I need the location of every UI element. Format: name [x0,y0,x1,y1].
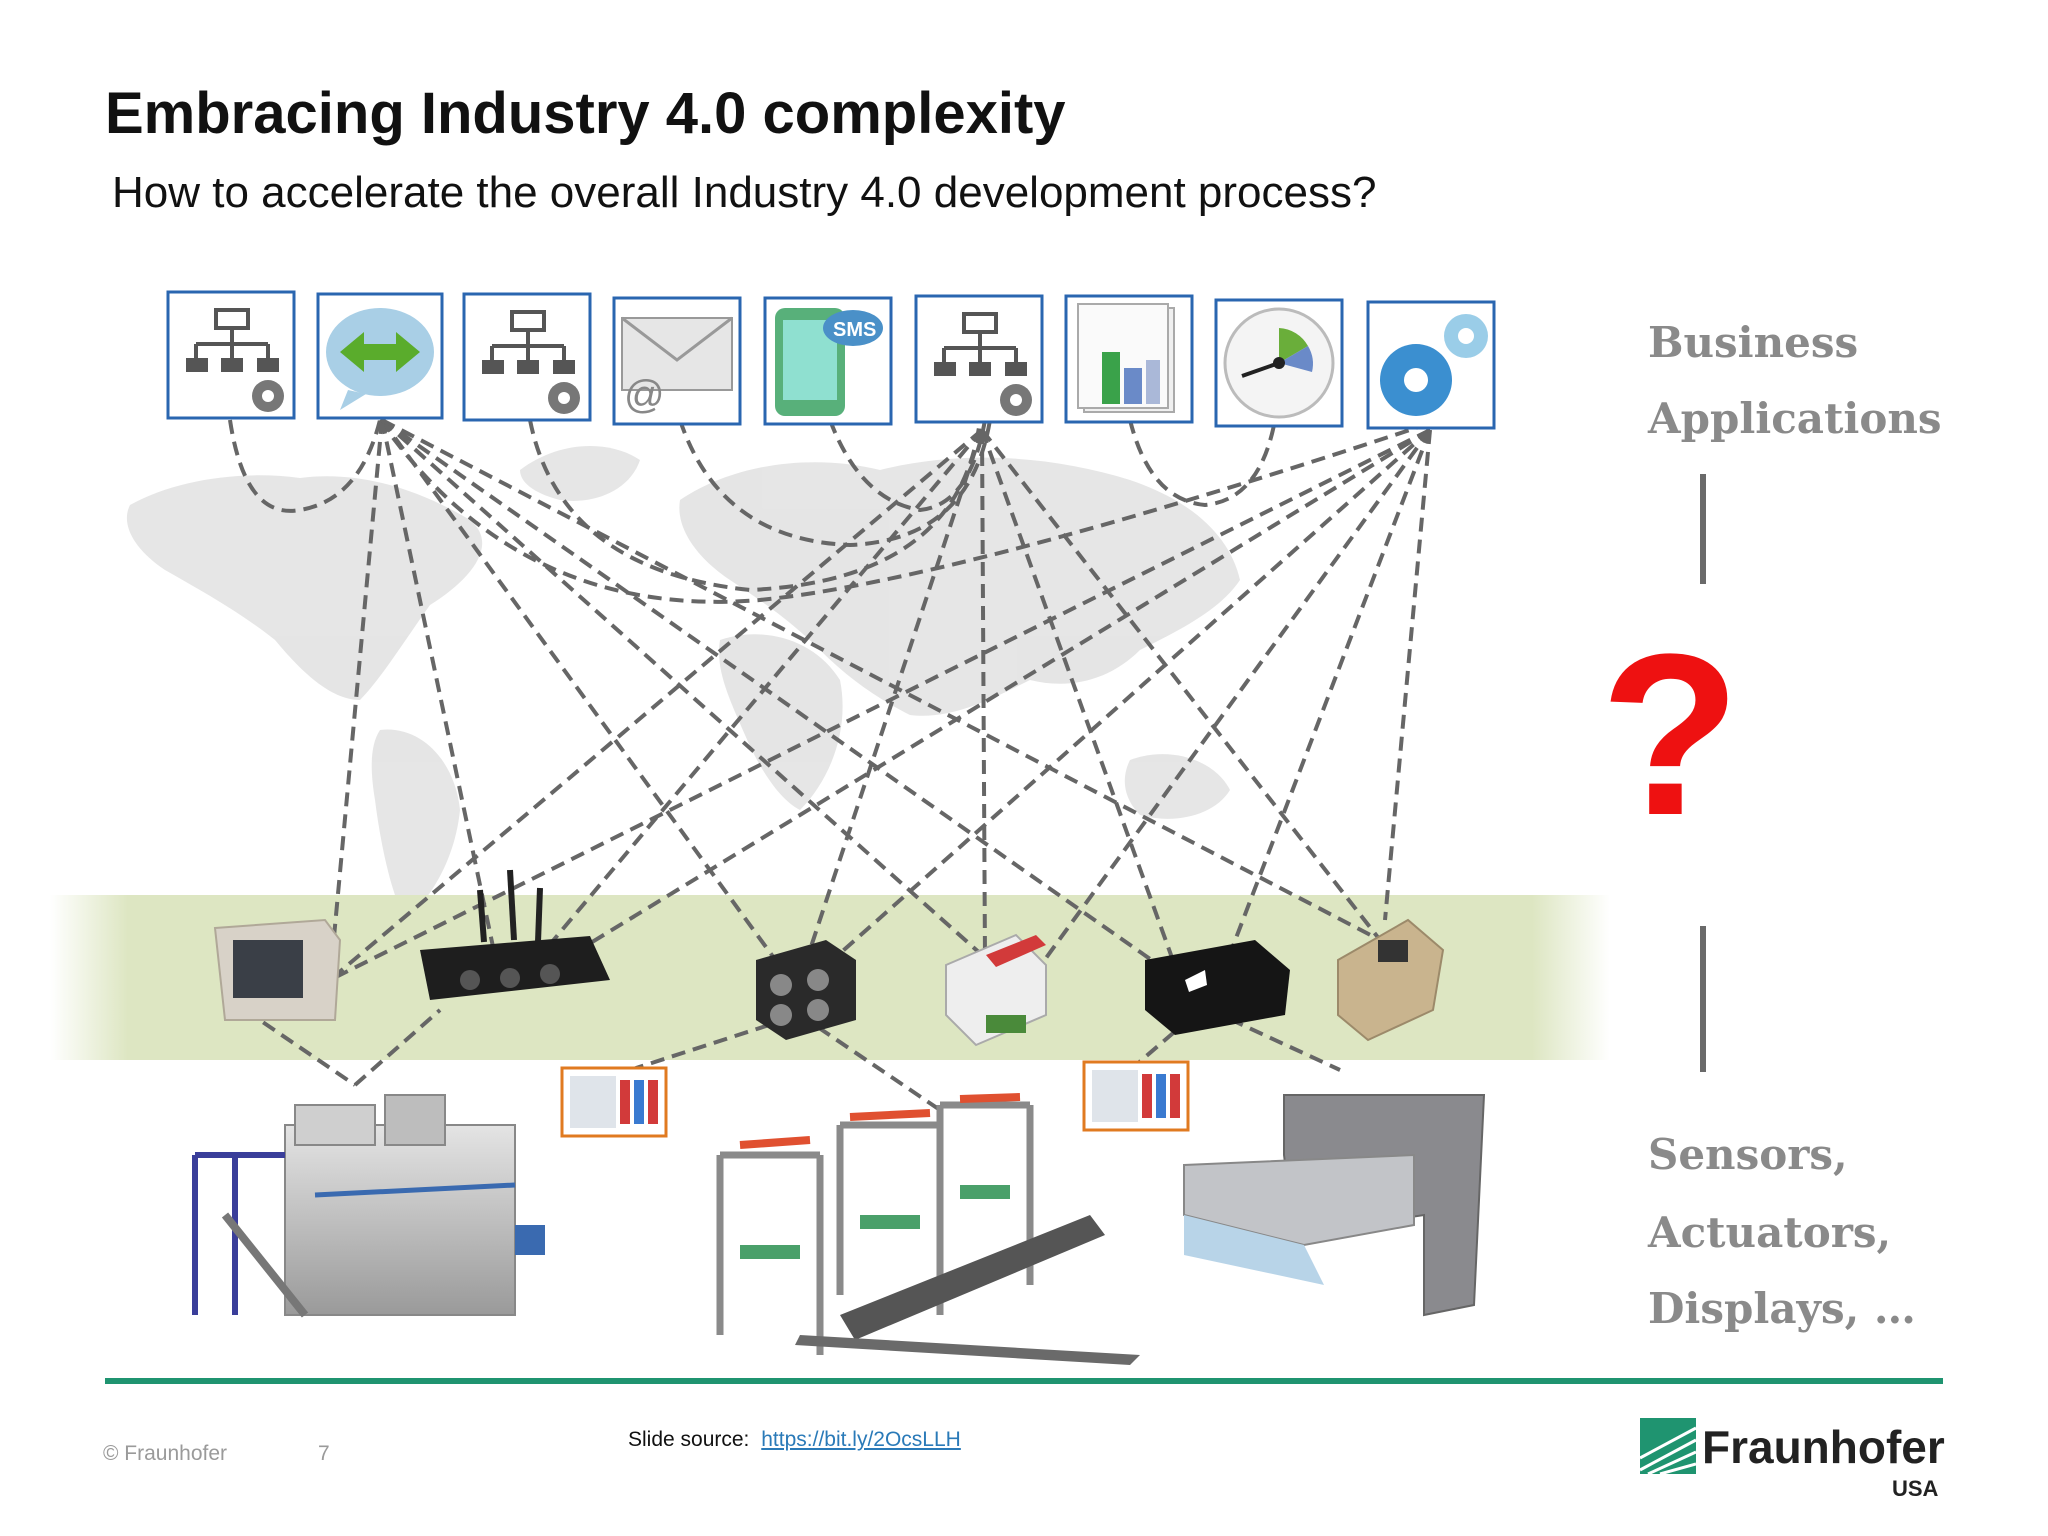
plc-module-left [560,1066,668,1138]
footer-divider [105,1378,1943,1384]
sensors-label: Sensors, [1648,1130,1848,1179]
source-label: Slide source: [628,1428,750,1451]
rugged-computer-icon [756,940,856,1040]
speech-arrows-icon [316,292,444,420]
copyright-text: © Fraunhofer [103,1442,228,1465]
device-icons [213,869,1445,1047]
network-gear-icon [914,294,1044,424]
edge-box-icon [1145,940,1290,1035]
actuators-label: Actuators, [1648,1208,1892,1257]
slide-subtitle: How to accelerate the overall Industry 4… [112,168,1377,217]
source-link[interactable]: https://bit.ly/2OcsLLH [761,1428,961,1451]
question-mark: ? [1600,606,1741,863]
business-app-icons: @ SMS [166,290,1496,430]
at-label: @ [624,373,665,417]
lower-divider-bar [1700,926,1706,1072]
gauge-icon [1214,298,1344,428]
network-gear-icon [462,292,592,422]
brand-sub: USA [1892,1476,1939,1501]
fraunhofer-mark-icon [1640,1418,1696,1474]
business-label: Business [1648,318,1859,367]
slide-title: Embracing Industry 4.0 complexity [105,81,1066,146]
gears-icon [1366,300,1496,430]
page-number: 7 [318,1442,330,1465]
brand-name: Fraunhofer [1702,1421,1945,1473]
din-module-icon [945,933,1047,1047]
applications-label: Applications [1648,394,1942,443]
network-gear-icon [166,290,296,420]
industrial-press-icon [1183,1094,1486,1317]
displays-label: Displays, … [1648,1284,1916,1333]
touch-panel-icon [213,918,342,1021]
sms-label: SMS [833,319,876,341]
fraunhofer-logo: Fraunhofer USA [1640,1410,1945,1501]
bar-chart-icon [1064,294,1194,424]
router-icon [420,869,610,1000]
slide-source: Slide source: https://bit.ly/2OcsLLH [628,1428,961,1452]
assembly-line-icon [716,1093,1140,1365]
upper-divider-bar [1700,474,1706,584]
sms-phone-icon: SMS [763,296,893,426]
packaging-machine-icon [192,1094,545,1318]
plc-module-right [1082,1060,1190,1132]
gps-tracker-icon [1337,918,1445,1042]
email-icon: @ [612,296,742,426]
